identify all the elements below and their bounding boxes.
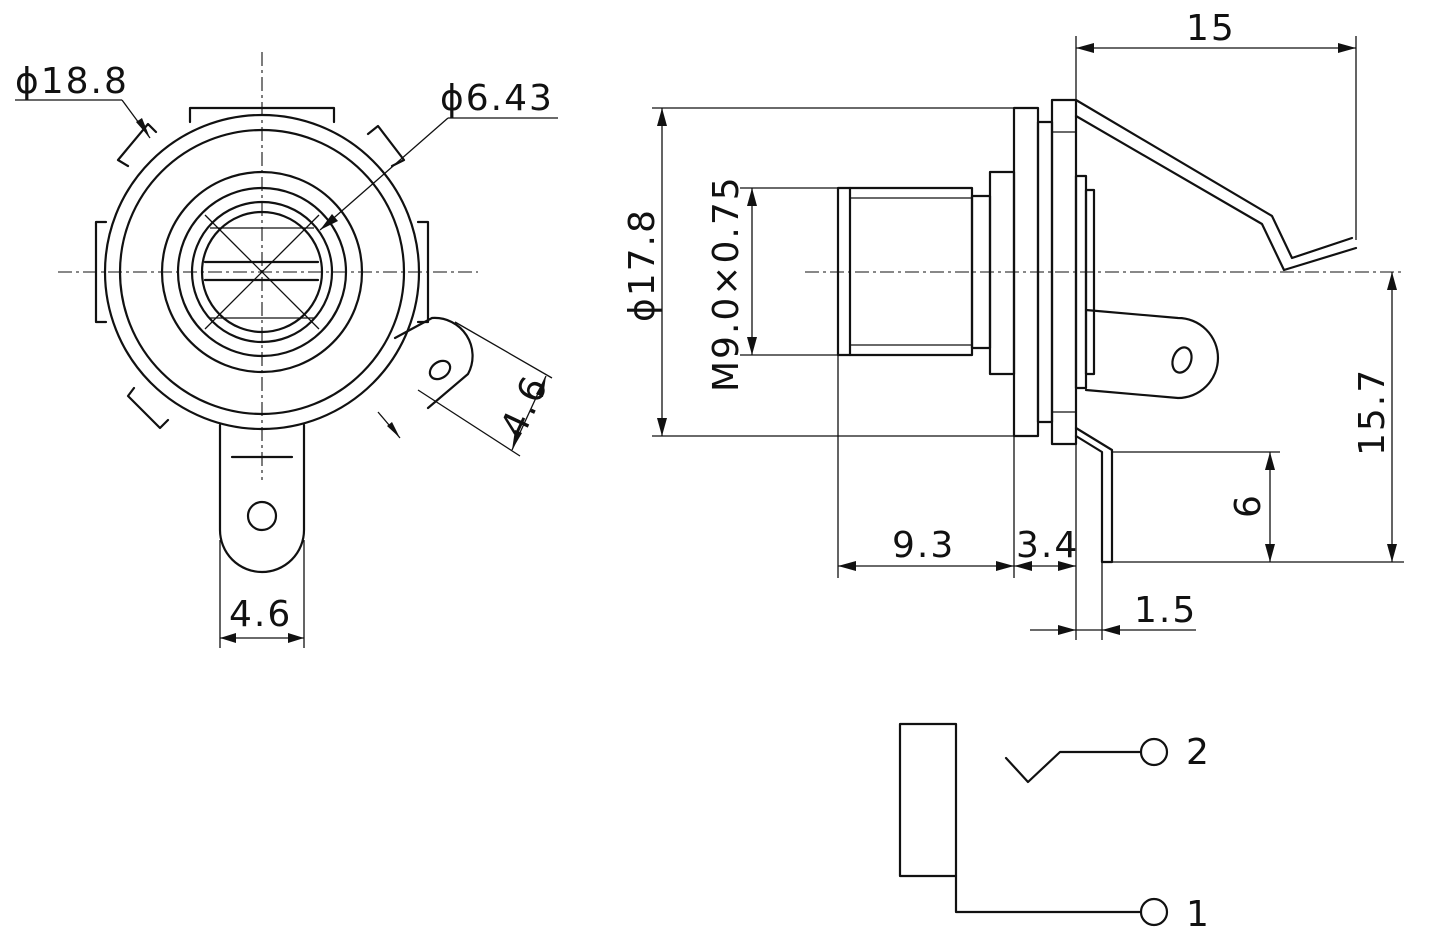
body-block <box>1074 174 1088 390</box>
front-view: ϕ18.8 ϕ6.43 4.6 4.6 <box>15 52 558 648</box>
angled-lug-arrow-1 <box>536 376 546 397</box>
solder-tab <box>1084 308 1220 400</box>
bottom-lug-hole <box>246 500 278 532</box>
left-tab <box>94 220 108 324</box>
bottom-lug <box>218 423 306 574</box>
thread-arrow-top <box>747 188 757 206</box>
flange-thickness-arrow-left <box>1014 561 1032 571</box>
lug-height-arrow-bottom <box>1387 544 1397 562</box>
bottom-lug-width-label: 4.6 <box>229 594 292 635</box>
thread-label: M9.0×0.75 <box>706 175 747 392</box>
nut-ring <box>160 170 364 374</box>
lower-lug-arrow-bottom <box>1265 544 1275 562</box>
flange-thickness-label: 3.4 <box>1016 525 1079 566</box>
outer-diameter-label: ϕ18.8 <box>15 61 129 102</box>
schematic-pin-1-label: 1 <box>1186 894 1209 935</box>
lug-thickness-arrow-right <box>1102 625 1120 635</box>
lower-left-tab <box>126 386 170 430</box>
schematic-pin-2-label: 2 <box>1186 732 1209 773</box>
schematic-switch-contact <box>1004 750 1142 784</box>
upper-right-tab <box>366 124 406 168</box>
angled-lug-extension-1 <box>454 321 553 379</box>
lug-thickness-arrow-left <box>1058 625 1076 635</box>
outer-ring <box>103 113 421 431</box>
spring-contact-outer <box>1074 98 1354 260</box>
thread-length-label: 9.3 <box>892 525 955 566</box>
lower-lug-height-label: 6 <box>1228 493 1269 518</box>
upper-left-tab <box>116 122 158 168</box>
jack-hole <box>200 210 324 334</box>
spring-contact-inner <box>1074 114 1358 272</box>
outer-ring-inner-edge <box>118 128 406 416</box>
bottom-lug-side <box>1074 426 1114 564</box>
bushing-outer <box>176 186 348 358</box>
bushing-inner <box>190 200 334 344</box>
nut <box>988 170 1016 376</box>
schematic: 2 1 <box>898 722 1209 935</box>
hole-diameter-leader <box>319 117 449 231</box>
lug-thickness-label: 1.5 <box>1134 590 1197 631</box>
angled-lug-hole <box>428 359 452 381</box>
flange-arrow-top <box>657 108 667 126</box>
lug-height-arrow-top <box>1387 272 1397 290</box>
schematic-sleeve-wire <box>954 874 1142 914</box>
outer-diameter-arrow <box>136 118 150 138</box>
solder-tab-hole <box>1171 346 1193 374</box>
schematic-pin-1-terminal <box>1139 897 1169 927</box>
schematic-jack-body <box>898 722 958 878</box>
length-arrow-left <box>1076 43 1094 53</box>
thread-arrow-bottom <box>747 337 757 355</box>
cross-diagonal-2 <box>204 214 320 330</box>
side-view: 15 ϕ17.8 M9.0×0.75 9.3 3.4 1.5 <box>622 8 1405 640</box>
lug-height-label: 15.7 <box>1352 368 1393 456</box>
flange-diameter-label: ϕ17.8 <box>622 208 663 322</box>
schematic-pin-2-terminal <box>1139 737 1169 767</box>
flange-thickness-arrow-right <box>1058 561 1076 571</box>
bottom-lug-arrow-right <box>288 633 304 643</box>
angled-lug-arrow-2 <box>512 430 522 450</box>
top-tab <box>188 106 336 124</box>
lower-lug-arrow-top <box>1265 452 1275 470</box>
thread-length-arrow-left <box>838 561 856 571</box>
angled-lug <box>393 316 474 410</box>
bottom-lug-arrow-left <box>220 633 236 643</box>
body-block-inner <box>1084 188 1096 376</box>
flange-arrow-bottom <box>657 418 667 436</box>
hole-diameter-arrow <box>320 214 338 230</box>
hole-diameter-label: ϕ6.43 <box>440 78 554 119</box>
thread-length-arrow-right <box>996 561 1014 571</box>
overall-length-label: 15 <box>1186 8 1236 49</box>
length-arrow-right <box>1338 43 1356 53</box>
angled-lug-width-label: 4.6 <box>493 369 557 444</box>
angled-lug-leader-arrow <box>387 422 400 438</box>
angled-lug-extension-2 <box>417 389 521 457</box>
